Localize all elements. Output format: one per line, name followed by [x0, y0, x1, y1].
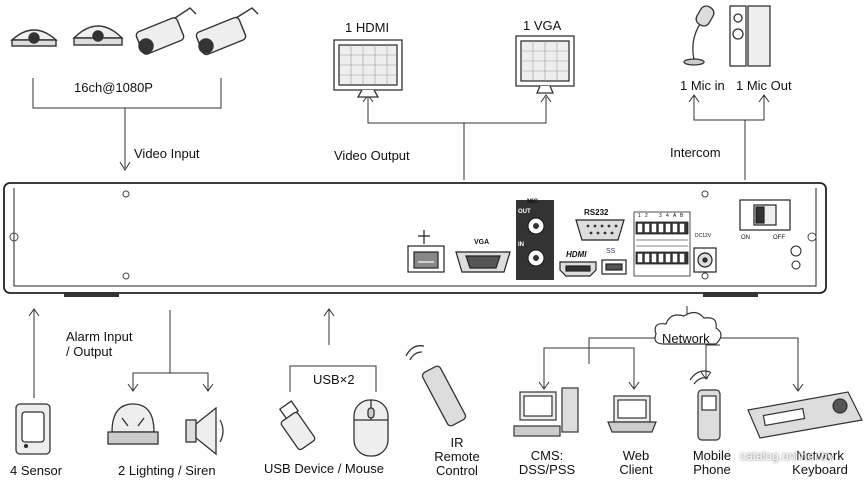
laptop-icon — [607, 395, 657, 433]
alarm-pin-3: 3 — [659, 213, 662, 219]
usb-port-label: SS — [606, 248, 616, 255]
usb-stick-icon — [278, 400, 316, 451]
alarm-pin-2: 2 — [645, 213, 648, 219]
dc-power-jack[interactable] — [693, 247, 717, 273]
lighting-siren-label: 2 Lighting / Siren — [118, 463, 216, 478]
vga-output-label: 1 VGA — [523, 18, 562, 33]
dc-label: DC12V — [695, 233, 712, 239]
cms-label: CMS: DSS/PSS — [518, 448, 576, 477]
alarm-pin-a: A — [673, 213, 677, 219]
vga-monitor-icon — [515, 35, 575, 94]
camera-icons — [10, 7, 259, 56]
hdmi-port[interactable] — [559, 261, 597, 277]
vga-port[interactable] — [455, 251, 511, 273]
watermark: catalog.onliner.by — [740, 449, 834, 463]
nvr-rear-panel — [3, 182, 827, 297]
mic-out-label: 1 Mic Out — [736, 78, 792, 93]
usb-port[interactable] — [601, 259, 627, 275]
mouse-icon — [353, 399, 389, 457]
ground-screw — [790, 245, 802, 270]
power-switch[interactable] — [739, 199, 791, 231]
hdmi-monitor-icon — [333, 39, 403, 98]
alarm-pin-1: 1 — [638, 213, 641, 219]
network-keyboard-label: Network Keyboard — [792, 448, 848, 477]
speaker-icon — [729, 5, 771, 67]
bullet-camera-icon — [195, 7, 259, 56]
mic-in-port-label: IN — [518, 242, 524, 248]
mobile-phone-icon — [689, 370, 721, 441]
ir-remote-icon — [405, 345, 467, 427]
network-cloud-icon — [654, 311, 722, 345]
cameras-label: 16ch@1080P — [74, 80, 153, 95]
rs232-label: RS232 — [584, 208, 609, 217]
mic-in-label: 1 Mic in — [680, 78, 725, 93]
mic-panel — [516, 200, 554, 280]
usb-label: USB×2 — [313, 372, 355, 387]
microphone-icon — [683, 5, 715, 66]
usb-device-label: USB Device / Mouse — [264, 461, 384, 476]
switch-on-label: ON — [741, 235, 750, 241]
web-client-label: Web Client — [619, 448, 653, 477]
alarm-pin-b: B — [680, 213, 684, 219]
alarm-pin-4: 4 — [666, 213, 669, 219]
rs232-port[interactable] — [575, 219, 625, 241]
network-keyboard-icon — [747, 391, 863, 439]
switch-off-label: OFF — [773, 235, 785, 241]
mobile-phone-label: Mobile Phone — [692, 448, 732, 477]
lighting-icon — [107, 403, 159, 445]
network-label: Network — [662, 331, 710, 346]
hdmi-output-label: 1 HDMI — [345, 20, 390, 35]
lan-port[interactable] — [407, 230, 445, 273]
alarm-terminal-block[interactable] — [633, 211, 691, 277]
alarm-label: Alarm Input / Output — [66, 329, 133, 359]
video-input-label: Video Input — [134, 146, 200, 161]
ir-remote-label: IR Remote Control — [434, 435, 480, 478]
bullet-camera-icon — [135, 7, 197, 55]
dome-camera-icon — [72, 25, 124, 46]
computer-icon — [513, 387, 579, 437]
hdmi-port-label: HDMI — [566, 250, 587, 259]
vga-port-label: VGA — [474, 239, 490, 246]
sensor-icon — [15, 403, 51, 455]
mic-out-port-label: OUT — [518, 209, 531, 215]
mic-panel-label: MIC — [527, 199, 538, 205]
sensor-label: 4 Sensor — [10, 463, 63, 478]
siren-icon — [185, 406, 224, 456]
dome-camera-icon — [10, 29, 58, 47]
video-output-label: Video Output — [334, 148, 410, 163]
intercom-label: Intercom — [670, 145, 721, 160]
